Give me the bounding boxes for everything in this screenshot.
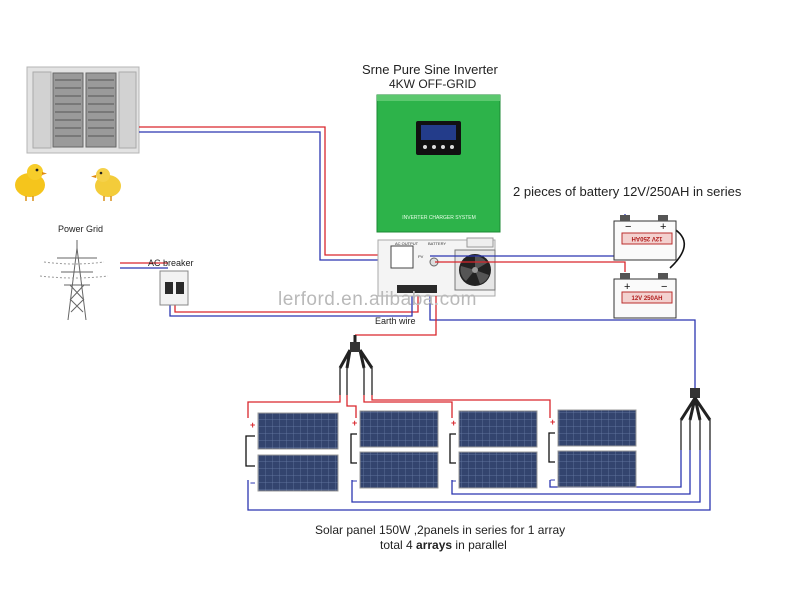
- watermark: lerford.en.alibaba.com: [278, 289, 477, 310]
- chick-icon: [15, 164, 47, 201]
- solar-panel-icon: [548, 409, 637, 488]
- mc4-connector-icon: [679, 388, 712, 450]
- chick-icon: [91, 168, 121, 201]
- svg-text:−: −: [625, 221, 631, 233]
- inverter-title: Srne Pure Sine Inverter: [362, 62, 498, 77]
- inverter-subtitle: 4KW OFF-GRID: [389, 77, 477, 91]
- power-tower-icon: [39, 240, 109, 321]
- svg-text:−: −: [352, 476, 357, 486]
- inverter-unit: INVERTER CHARGER SYSTEM AC OUTPUT BATTER…: [376, 94, 501, 297]
- ac-breaker-label: AC breaker: [148, 258, 194, 268]
- svg-text:+: +: [550, 417, 555, 427]
- incubator-icon: [26, 66, 140, 154]
- svg-text:+: +: [660, 221, 666, 233]
- svg-text:PV: PV: [418, 254, 424, 259]
- battery-icon: 12V 250AH − +: [613, 215, 677, 261]
- solar-panel-icon: [350, 410, 439, 489]
- svg-text:−: −: [661, 281, 667, 293]
- svg-text:−: −: [250, 478, 255, 488]
- power-grid-label: Power Grid: [58, 224, 104, 234]
- earth-wire-label: Earth wire: [375, 316, 416, 326]
- solar-caption-line1: Solar panel 150W ,2panels in series for …: [315, 523, 566, 537]
- battery-caption: 2 pieces of battery 12V/250AH in series: [513, 184, 742, 199]
- inverter-caption: INVERTER CHARGER SYSTEM: [402, 215, 476, 221]
- svg-text:12V 250AH: 12V 250AH: [631, 235, 662, 241]
- battery-icon: 12V 250AH + −: [613, 273, 677, 319]
- svg-text:+: +: [352, 418, 357, 428]
- svg-text:+: +: [624, 281, 630, 293]
- svg-text:+: +: [451, 418, 456, 428]
- svg-text:−: −: [451, 476, 456, 486]
- breaker-icon: [159, 270, 189, 306]
- svg-text:−: −: [550, 475, 555, 485]
- mc4-connector-icon: [338, 335, 374, 395]
- svg-text:12V 250AH: 12V 250AH: [631, 296, 662, 302]
- svg-text:AC OUTPUT: AC OUTPUT: [395, 241, 419, 246]
- svg-text:+: +: [250, 420, 255, 430]
- solar-panel-icon: [449, 410, 538, 489]
- solar-caption-line2: total 4 arrays in parallel: [380, 538, 507, 552]
- svg-text:BATTERY: BATTERY: [428, 241, 446, 246]
- solar-panel-icon: [245, 412, 339, 492]
